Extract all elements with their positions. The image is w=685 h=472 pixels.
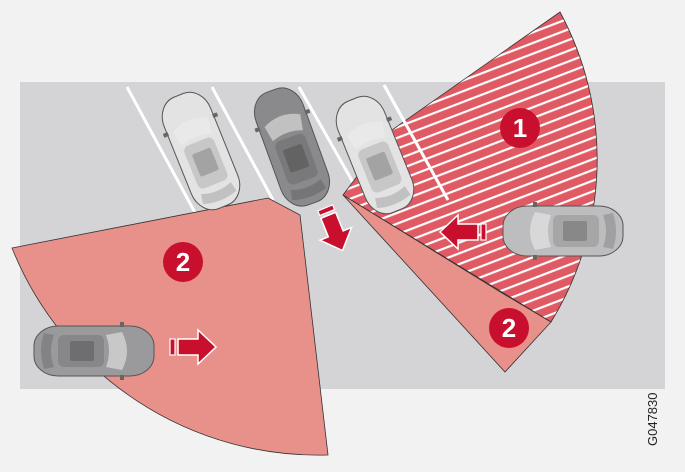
- right-arrow-icon: [169, 328, 218, 366]
- approaching-car-right: [502, 201, 624, 261]
- figure-code: G047830: [645, 393, 660, 447]
- left-arrow-icon: [438, 213, 487, 251]
- marker-label: 2: [502, 313, 516, 343]
- reverse-direction-arrow-icon: [317, 204, 353, 252]
- marker-label: 1: [513, 113, 527, 143]
- marker-2-left: 2: [163, 242, 203, 282]
- approaching-car-left: [33, 321, 155, 381]
- marker-2-right: 2: [489, 308, 529, 348]
- marker-label: 2: [176, 247, 190, 277]
- marker-1: 1: [500, 108, 540, 148]
- zone-2-left: [11, 197, 329, 456]
- parking-line: [382, 84, 450, 201]
